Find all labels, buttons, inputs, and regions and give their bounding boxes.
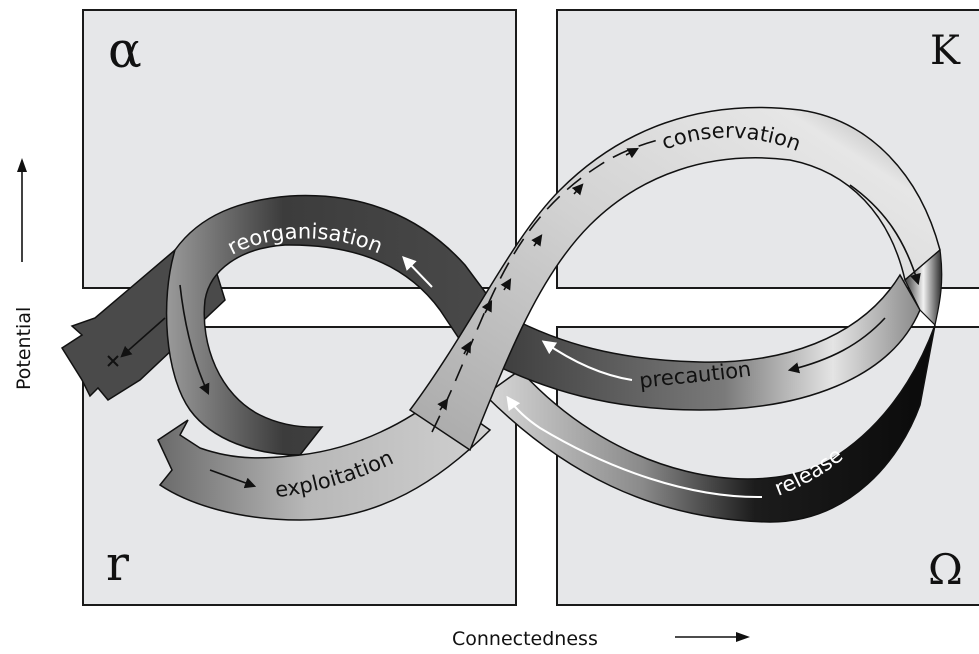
flow-arrows bbox=[107, 139, 921, 499]
x-axis-arrow bbox=[675, 632, 750, 642]
band-k-turn bbox=[904, 248, 943, 327]
band-exploitation bbox=[157, 394, 492, 521]
phase-k-label: K bbox=[930, 28, 961, 74]
y-axis-arrow bbox=[17, 158, 27, 262]
panel-alpha bbox=[82, 9, 517, 289]
phase-alpha-label: α bbox=[108, 21, 142, 79]
x-axis-label: Connectedness bbox=[452, 628, 598, 650]
phase-r-label: r bbox=[106, 536, 129, 592]
phase-omega-label: Ω bbox=[928, 545, 963, 594]
y-axis-label: Potential bbox=[13, 307, 35, 390]
